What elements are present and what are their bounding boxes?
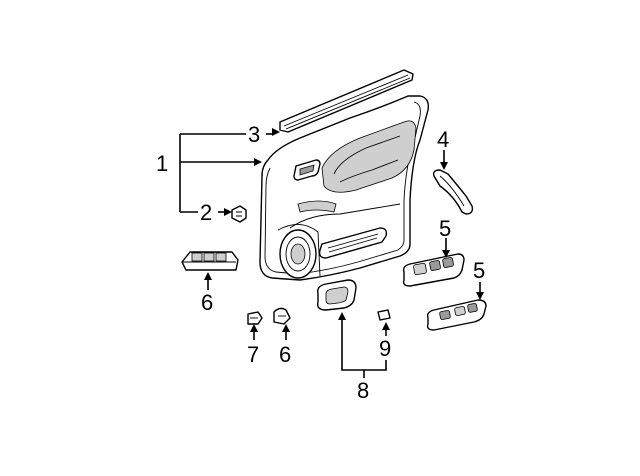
callout-7: 7 (247, 342, 259, 367)
callout-9: 9 (379, 336, 391, 361)
callout-3: 3 (248, 122, 260, 147)
callout-labels: 1 2 3 4 5 5 6 6 7 8 9 (156, 122, 485, 403)
callout-8: 8 (357, 378, 369, 403)
part-small-clip (247, 311, 263, 325)
part-window-switch-a (402, 253, 465, 287)
part-switch-base (181, 251, 239, 271)
part-inside-handle (316, 279, 357, 311)
part-clip (231, 205, 247, 223)
callout-6b: 6 (279, 342, 291, 367)
callout-5a: 5 (439, 216, 451, 241)
leader-lines (179, 128, 484, 378)
part-pull-handle (432, 169, 474, 215)
callout-6a: 6 (201, 290, 213, 315)
part-window-switch-b (426, 299, 487, 331)
callout-5b: 5 (473, 258, 485, 283)
part-door-trim-panel (259, 95, 430, 281)
part-retainer (273, 307, 291, 325)
part-weatherstrip (279, 69, 414, 133)
callout-4: 4 (437, 127, 449, 152)
callout-2: 2 (200, 200, 212, 225)
part-cap (377, 309, 391, 321)
callout-1: 1 (156, 151, 168, 176)
